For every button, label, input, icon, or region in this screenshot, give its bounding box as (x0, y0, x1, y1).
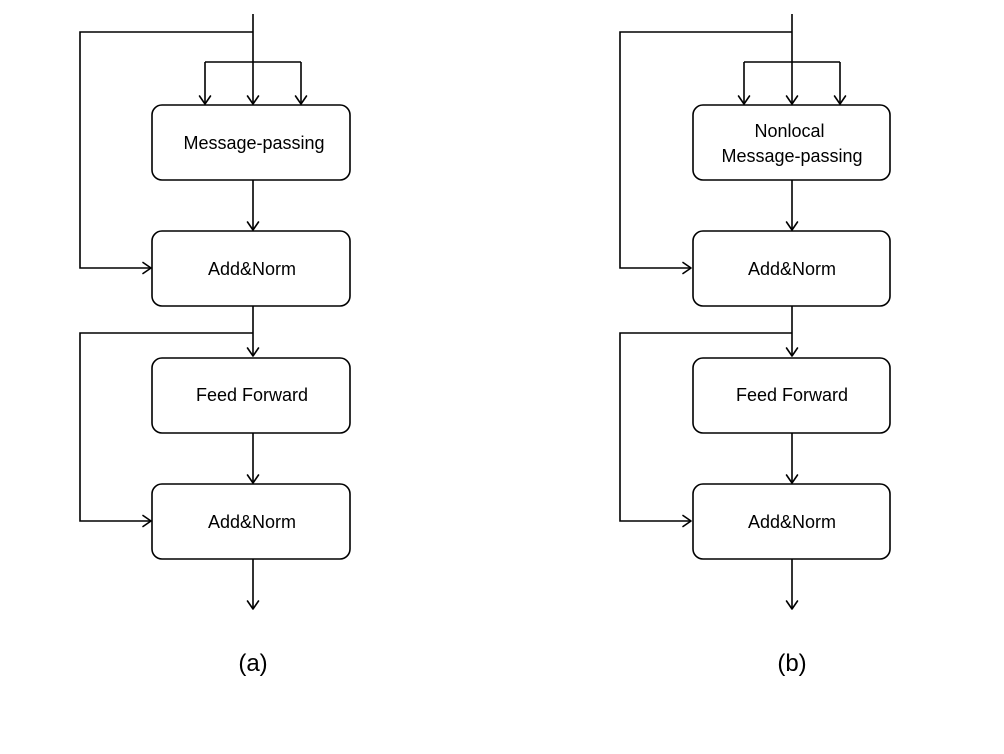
panel-a-connectors (79, 14, 308, 610)
arrowhead (785, 221, 799, 231)
add-norm-block (692, 230, 891, 307)
message-passing-label: Message-passing (183, 133, 324, 153)
residual-connection-2 (619, 332, 792, 522)
arrowhead (785, 474, 799, 484)
feed-forward-label: Feed Forward (196, 385, 308, 405)
arrowhead (737, 95, 751, 105)
residual-connection-1 (79, 31, 253, 269)
feed-forward-block (692, 357, 891, 434)
arrowhead (246, 474, 260, 484)
feed-forward-label: Feed Forward (736, 385, 848, 405)
arrowhead (246, 347, 260, 357)
arrowhead (142, 514, 152, 528)
arrowhead (682, 261, 692, 275)
arrowhead (246, 95, 260, 105)
feed-forward-block (151, 357, 351, 434)
panel-caption: (b) (777, 650, 806, 677)
residual-connection-1 (619, 31, 792, 269)
message-passing-block (151, 104, 351, 181)
panel-b: Nonlocal Message-passing Add&Norm Feed F… (619, 14, 891, 677)
label-line: Message-passing (183, 133, 324, 153)
residual-connection-2 (79, 332, 253, 522)
add-norm-label: Add&Norm (748, 259, 836, 279)
arrowhead (785, 95, 799, 105)
arrowhead (294, 95, 308, 105)
arrowhead (198, 95, 212, 105)
panel-b-connectors (619, 14, 847, 610)
add-norm-label: Add&Norm (208, 259, 296, 279)
arrowhead (833, 95, 847, 105)
arrowhead (246, 600, 260, 610)
panel-a: Message-passing Add&Norm Feed Forward Ad… (79, 14, 351, 677)
label-line: Nonlocal (754, 121, 824, 141)
add-norm-block (151, 483, 351, 560)
arrowhead (682, 514, 692, 528)
add-norm-block (151, 230, 351, 307)
label-line: Message-passing (721, 146, 862, 166)
panel-caption: (a) (238, 650, 267, 677)
nonlocal-message-passing-block (692, 104, 891, 181)
arrowhead (785, 600, 799, 610)
add-norm-block (692, 483, 891, 560)
add-norm-label: Add&Norm (748, 512, 836, 532)
arrowhead (246, 221, 260, 231)
arrowhead (142, 261, 152, 275)
nonlocal-message-passing-label: Nonlocal Message-passing (721, 121, 862, 166)
arrowhead (785, 347, 799, 357)
add-norm-label: Add&Norm (208, 512, 296, 532)
